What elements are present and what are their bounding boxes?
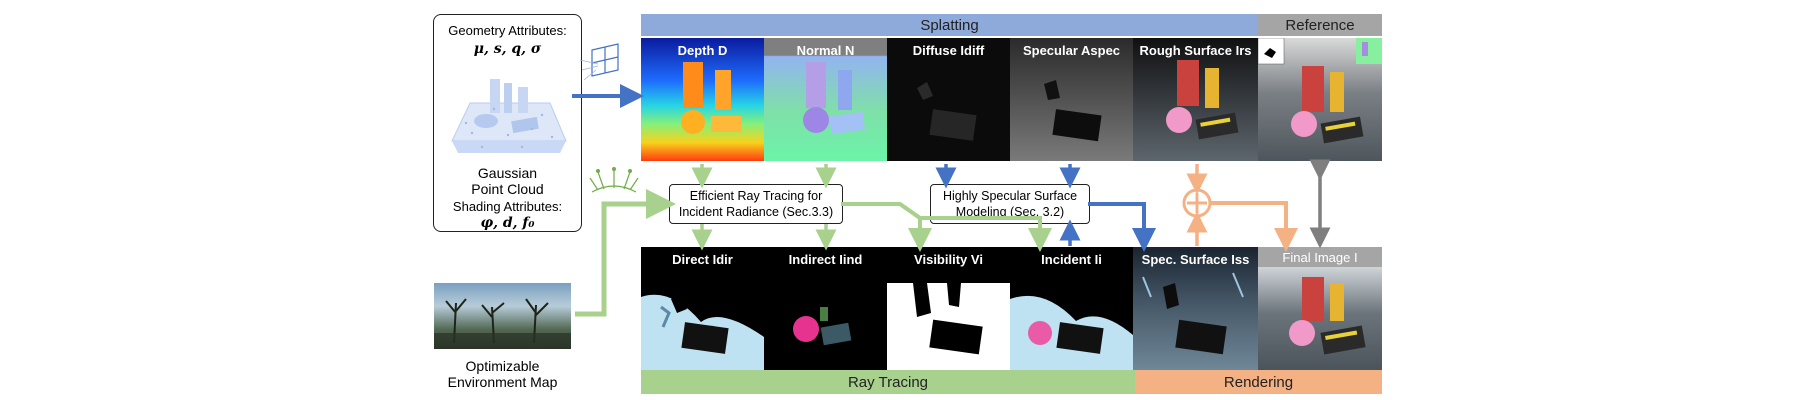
indirect-label: Indirect Iind (788, 252, 863, 267)
specular-panel: Specular Aspec (1010, 38, 1133, 161)
ray-fan-icon (589, 167, 639, 193)
ray-tracing-box-line-1: Efficient Ray Tracing for (689, 189, 823, 203)
rough-surface-panel: Rough Surface Irs (1133, 38, 1258, 161)
specular-box-line-2: Modeling (Sec. 3.2) (955, 205, 1065, 219)
rough-surface-label: Rough Surface Irs (1139, 43, 1252, 58)
direct-panel: Direct Idir (641, 247, 764, 370)
depth-label: Depth D (677, 43, 728, 58)
ray-tracing-box-line-2: Incident Radiance (Sec.3.3) (678, 205, 834, 219)
shading-attributes-symbols: φ, d, f₀ (480, 215, 535, 231)
splatting-band: Splatting (641, 14, 1258, 36)
normal-panel: Normal N (764, 38, 887, 161)
incident-label: Incident Ii (1041, 252, 1102, 267)
diffuse-label: Diffuse Idiff (912, 43, 985, 58)
shading-attributes-title: Shading Attributes: (452, 199, 563, 214)
reference-band: Reference (1258, 14, 1382, 36)
ray-tracing-box: Efficient Ray Tracing for Incident Radia… (669, 184, 843, 224)
direct-label: Direct Idir (672, 252, 733, 267)
env-map-label-2: Environment Map (447, 374, 558, 390)
geometry-attributes-title: Geometry Attributes: (448, 23, 567, 38)
visibility-panel: Visibility Vi (887, 247, 1010, 370)
final-image-band: Final Image I (1258, 247, 1382, 267)
spec-surface-panel: Spec. Surface Iss (1133, 247, 1258, 370)
cloud-label-2: Point Cloud (471, 181, 544, 197)
geometry-attributes-symbols: μ, s, q, σ (473, 41, 542, 57)
point-cloud-image (451, 79, 567, 153)
rendering-band: Rendering (1135, 370, 1382, 394)
depth-panel: Depth D (641, 38, 764, 161)
final-image-panel (1258, 267, 1382, 370)
incident-panel: Incident Ii (1010, 247, 1133, 370)
cloud-label-1: Gaussian (477, 165, 538, 181)
specular-label: Specular Aspec (1022, 43, 1121, 58)
reference-panel (1258, 38, 1382, 161)
visibility-label: Visibility Vi (914, 252, 983, 267)
spec-surface-label: Spec. Surface Iss (1141, 252, 1250, 267)
diffuse-panel: Diffuse Idiff (887, 38, 1010, 161)
grid-camera-icon (579, 43, 619, 81)
normal-label: Normal N (796, 43, 855, 58)
env-map-label-1: Optimizable (465, 358, 540, 374)
environment-map-image (434, 283, 571, 349)
ray-tracing-band: Ray Tracing (641, 370, 1135, 394)
indirect-panel: Indirect Iind (764, 247, 887, 370)
specular-box-line-1: Highly Specular Surface (942, 189, 1078, 203)
gaussian-card: Geometry Attributes: μ, s, q, σ Gaussian… (433, 14, 582, 232)
